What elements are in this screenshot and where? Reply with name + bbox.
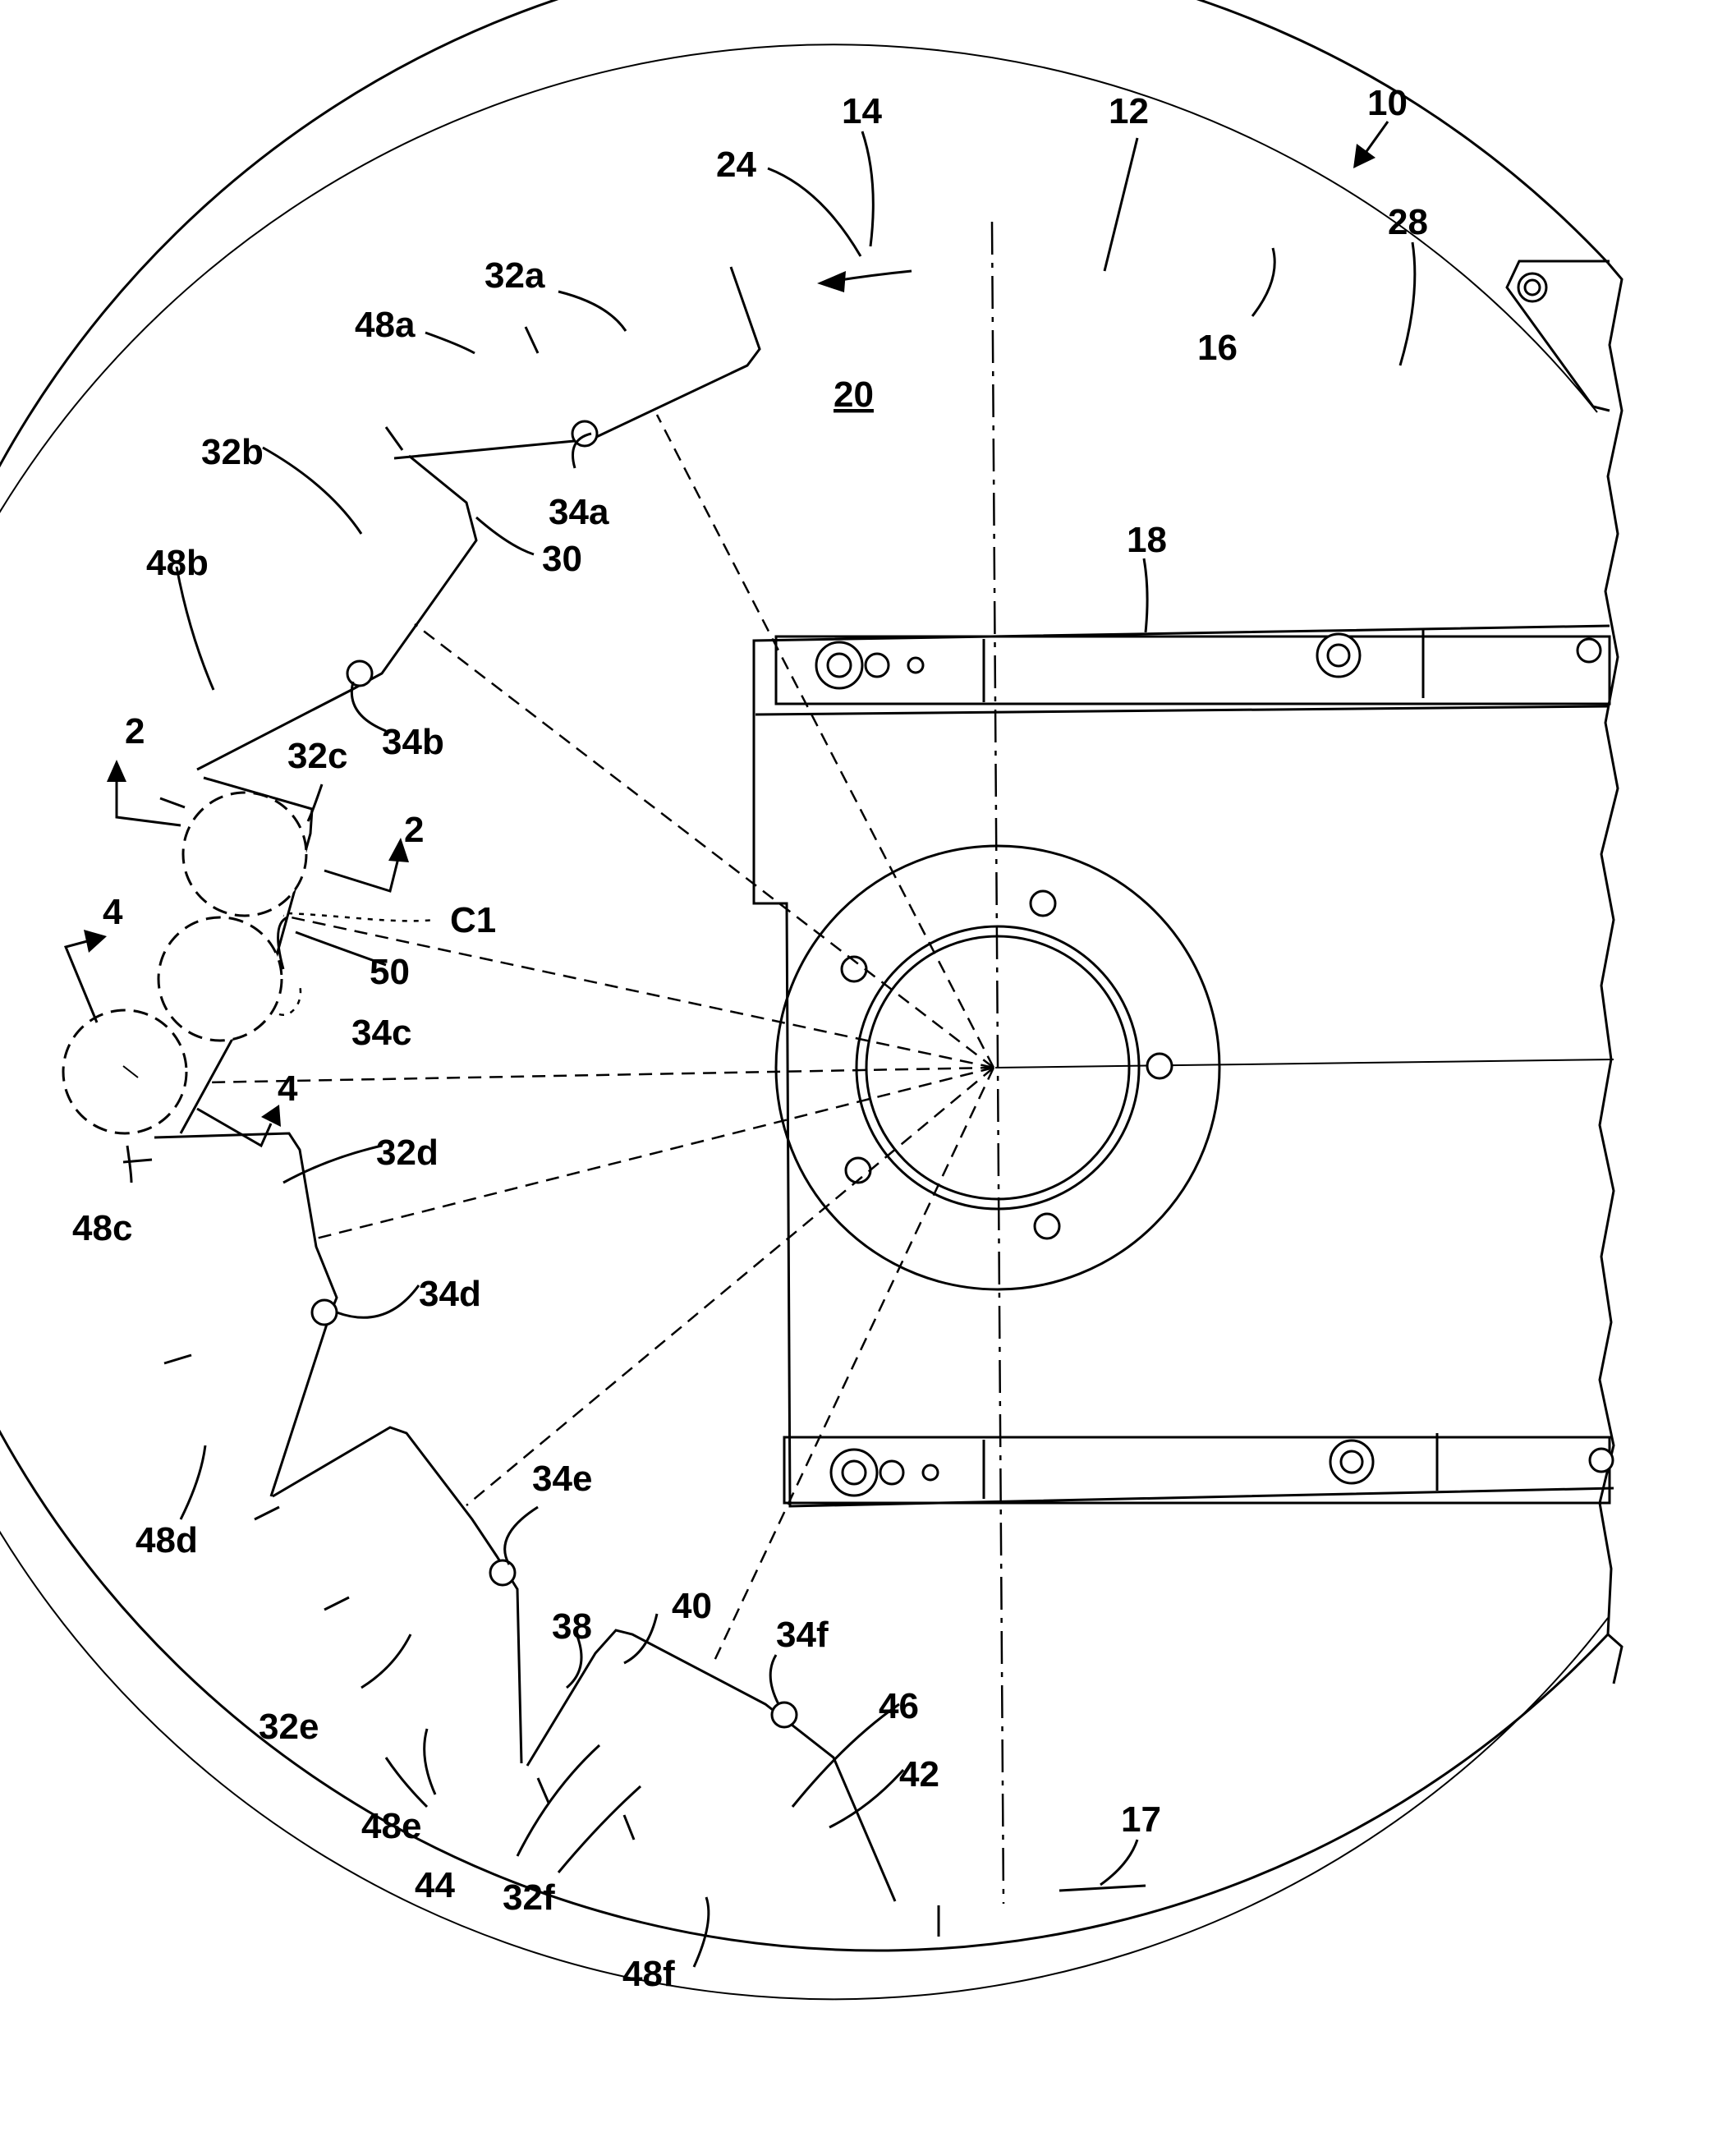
leader-lines	[127, 131, 1415, 1967]
label-32a: 32a	[485, 255, 545, 296]
label-48d: 48d	[135, 1520, 198, 1560]
label-10: 10	[1367, 83, 1408, 123]
mounting-plate	[754, 626, 1614, 1506]
label-section-4a: 4	[103, 892, 123, 932]
label-32c: 32c	[287, 736, 347, 776]
horizontal-centerline	[995, 1059, 1614, 1068]
label-50: 50	[370, 952, 410, 992]
label-34d: 34d	[419, 1274, 481, 1314]
arrow-10	[1353, 122, 1388, 168]
label-30: 30	[542, 539, 582, 579]
label-38: 38	[552, 1606, 592, 1647]
label-34c: 34c	[351, 1013, 411, 1053]
label-28: 28	[1388, 202, 1428, 242]
label-17: 17	[1121, 1799, 1161, 1840]
label-48b: 48b	[146, 543, 209, 583]
label-24: 24	[716, 145, 756, 185]
arrow-24	[817, 271, 912, 292]
label-32f: 32f	[503, 1877, 555, 1918]
break-line	[1600, 263, 1622, 1634]
vertical-centerline	[992, 222, 1003, 1904]
label-46: 46	[879, 1686, 919, 1726]
label-C1: C1	[450, 900, 496, 940]
label-48e: 48e	[361, 1806, 421, 1846]
label-14: 14	[842, 91, 882, 131]
label-32d: 32d	[376, 1133, 439, 1173]
label-12: 12	[1109, 91, 1149, 131]
label-48a: 48a	[355, 305, 416, 345]
label-section-2b: 2	[404, 810, 424, 850]
label-40: 40	[672, 1586, 712, 1626]
label-32b: 32b	[201, 432, 264, 472]
label-16: 16	[1197, 328, 1238, 368]
label-32e: 32e	[259, 1707, 319, 1747]
reference-labels: 10 12 14 24 28 16 32a 48a 20 32b 34a 30 …	[72, 83, 1428, 1994]
label-section-4b: 4	[278, 1068, 298, 1109]
label-44: 44	[415, 1865, 455, 1905]
label-48c: 48c	[72, 1208, 132, 1248]
mark-17	[1059, 1886, 1146, 1891]
pocket-plates	[154, 267, 895, 1901]
label-34e: 34e	[532, 1459, 592, 1499]
label-34a: 34a	[549, 492, 609, 532]
top-bracket	[1507, 261, 1610, 411]
label-20: 20	[834, 375, 874, 415]
label-48f: 48f	[622, 1954, 675, 1994]
rim-segment-dividers	[123, 327, 939, 1937]
label-18: 18	[1127, 520, 1167, 560]
label-34f: 34f	[776, 1615, 829, 1655]
label-34b: 34b	[382, 722, 444, 762]
pins	[247, 421, 797, 1727]
label-42: 42	[899, 1754, 939, 1794]
label-section-2a: 2	[125, 711, 145, 751]
